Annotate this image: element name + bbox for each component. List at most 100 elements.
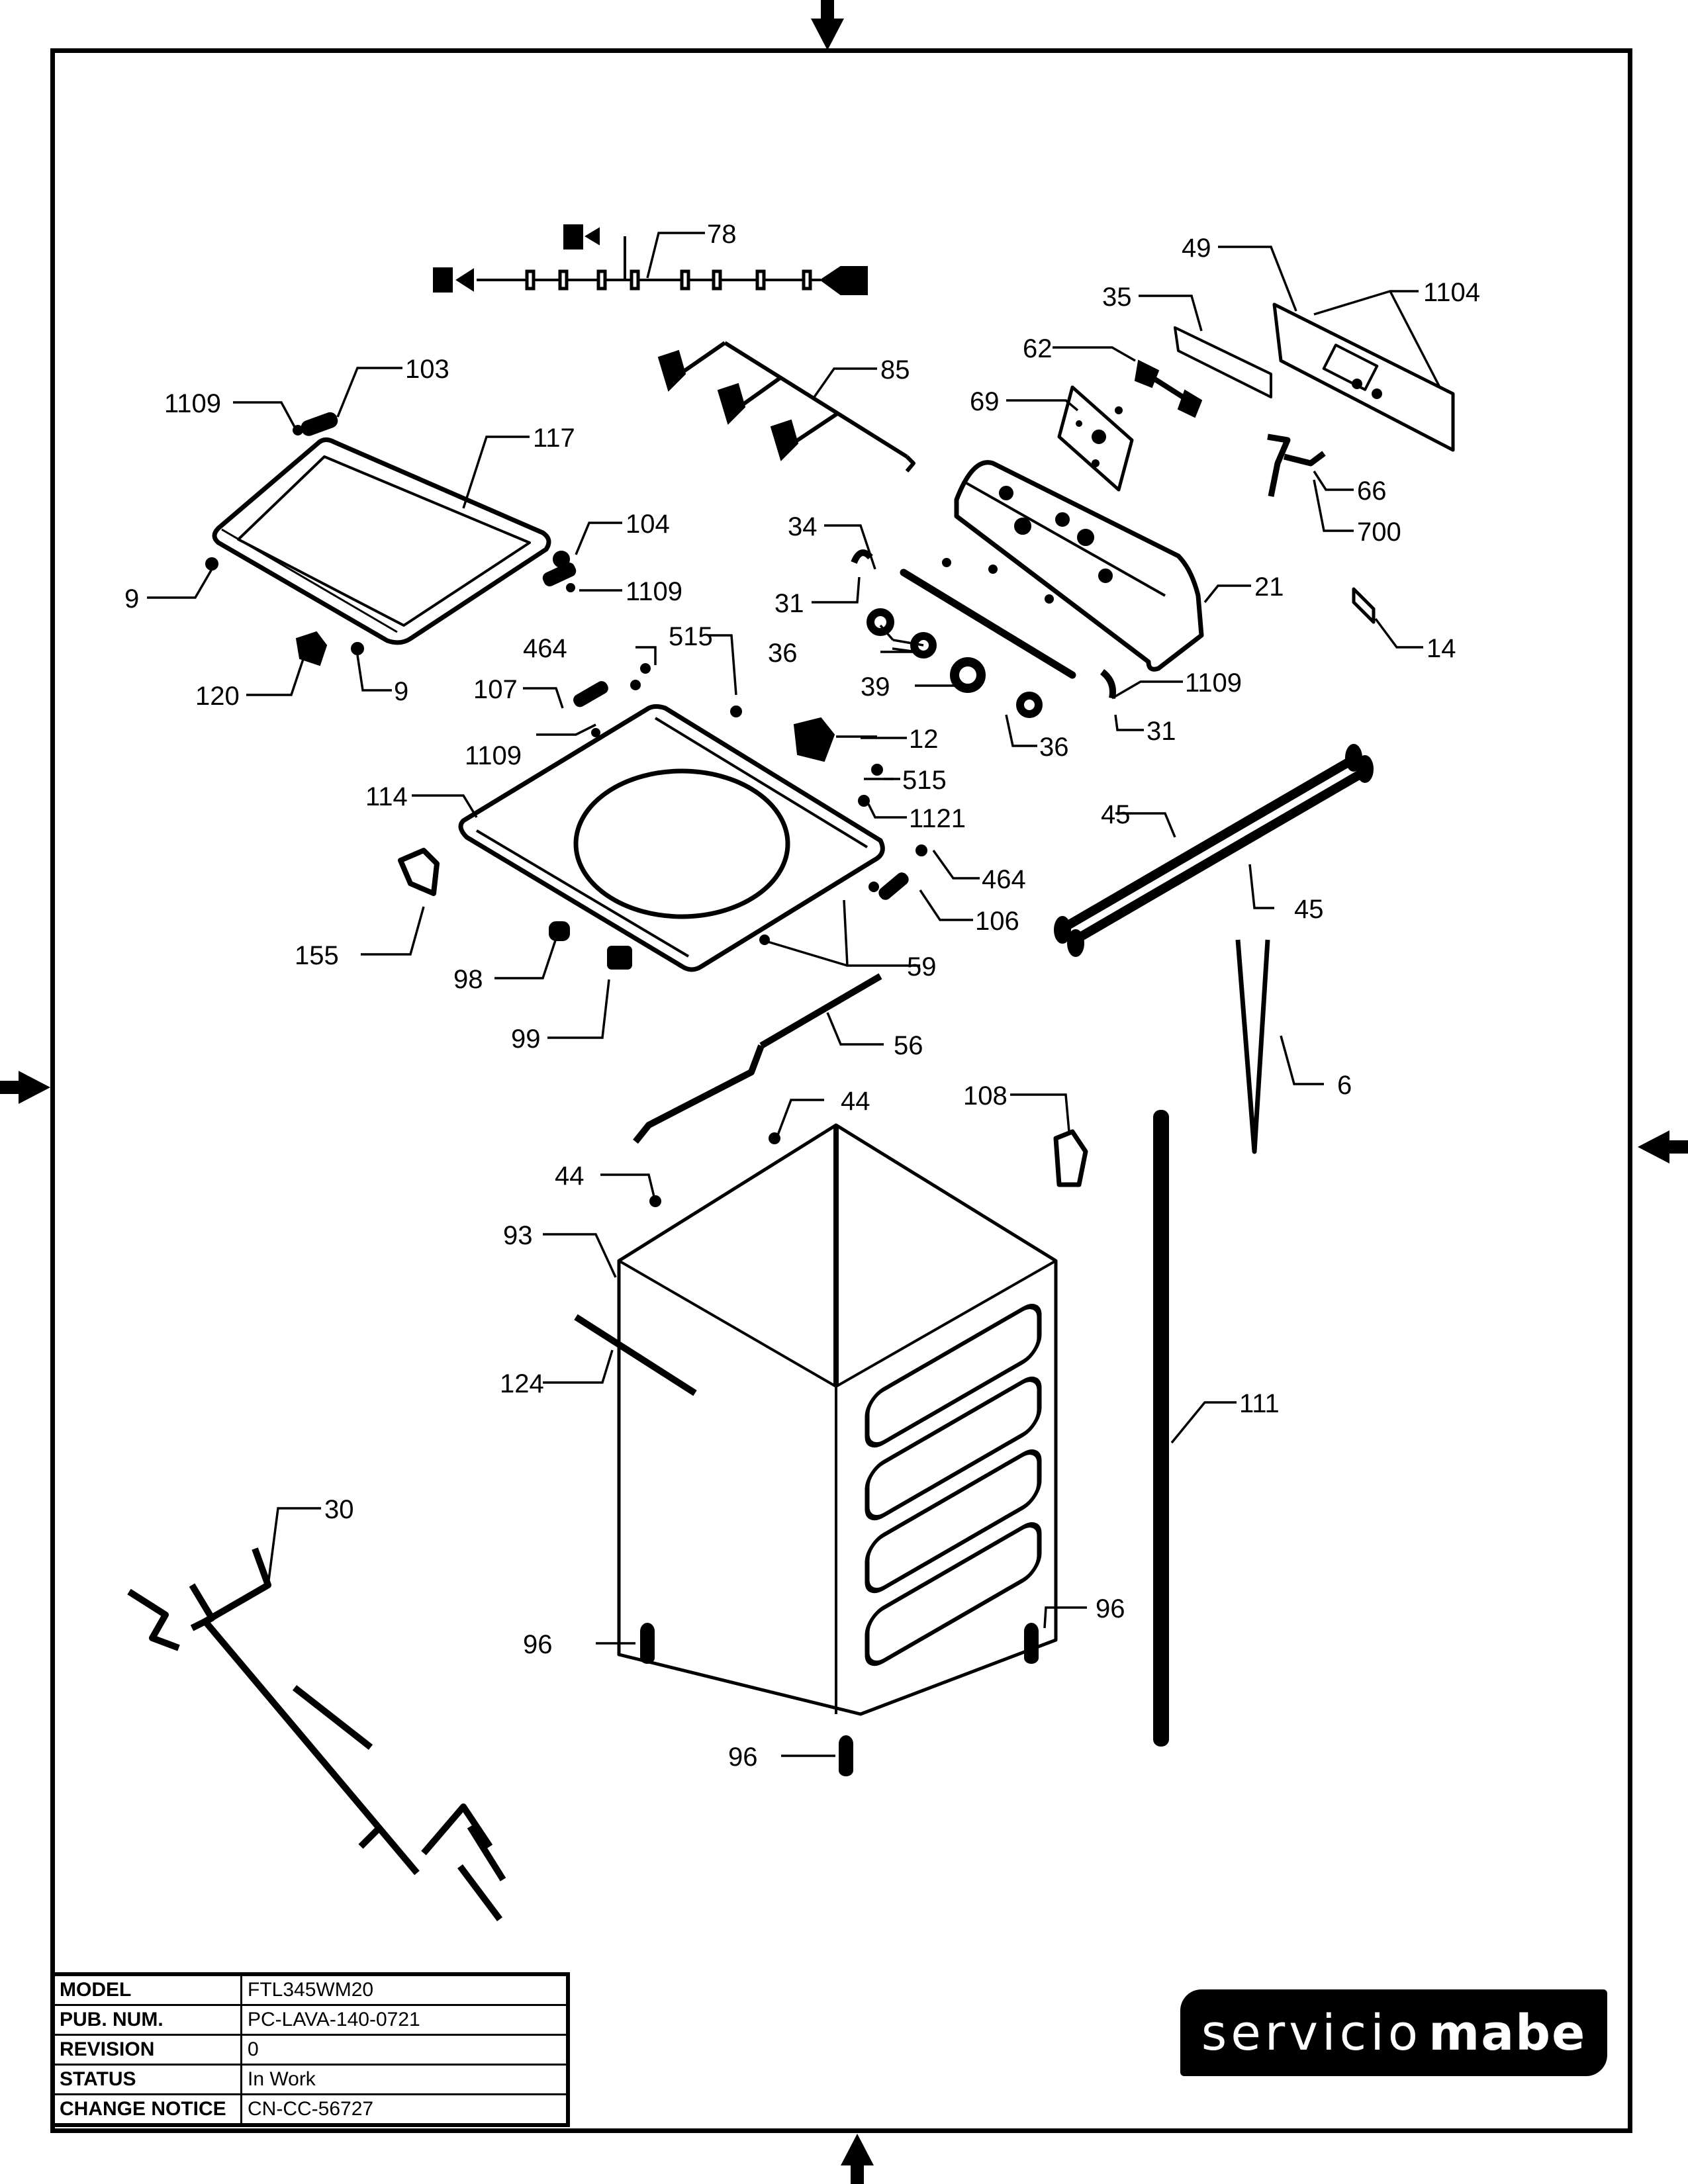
part-31-end-cap-b (1100, 669, 1116, 699)
title-value: CN-CC-56727 (240, 2093, 569, 2126)
callout-69: 69 (970, 387, 1000, 416)
callout-108: 108 (963, 1081, 1008, 1111)
callout-107: 107 (473, 675, 518, 704)
part-114-top-cover (458, 704, 885, 972)
part-9-bumper-a (205, 557, 218, 570)
part-96-foot-b (1024, 1623, 1039, 1664)
callout-21: 21 (1254, 572, 1284, 602)
part-30-main-harness (127, 1547, 506, 1921)
part-98-knob (549, 921, 570, 941)
title-row-model: MODEL FTL345WM20 (51, 1973, 569, 2006)
leader-lines (147, 232, 1441, 1757)
title-row-pub-num: PUB. NUM. PC-LAVA-140-0721 (51, 2004, 569, 2036)
title-label: PUB. NUM. (51, 2004, 242, 2036)
part-106-actuator (878, 872, 909, 900)
callout-117: 117 (533, 424, 575, 453)
callout-103: 103 (405, 355, 449, 384)
part-31-end-cap-a (851, 549, 873, 565)
part-117-lid (212, 437, 551, 645)
part-35-display-window (1174, 326, 1272, 398)
callout-45-a: 45 (1101, 800, 1131, 829)
callout-62: 62 (1023, 334, 1053, 363)
callout-99: 99 (511, 1024, 541, 1054)
callout-56: 56 (894, 1031, 923, 1060)
part-44-fastener-b (649, 1195, 661, 1207)
callout-124: 124 (500, 1369, 544, 1398)
part-fasteners (591, 663, 927, 945)
part-155-bracket (398, 848, 440, 896)
title-block: MODEL FTL345WM20 PUB. NUM. PC-LAVA-140-0… (50, 1972, 570, 2127)
logo-text-mabe: mabe (1429, 2004, 1587, 2062)
title-value: 0 (240, 2034, 569, 2066)
callout-1109-a: 1109 (164, 389, 221, 418)
logo-text-servicio: servicio (1201, 2004, 1423, 2062)
callout-1109-d: 1109 (465, 741, 522, 770)
callout-31-b: 31 (1147, 717, 1176, 746)
callout-9-b: 9 (394, 677, 408, 706)
part-21-backsplash (942, 460, 1204, 672)
callout-1109-b: 1109 (626, 577, 682, 606)
callout-36-a: 36 (768, 639, 798, 668)
title-value: PC-LAVA-140-0721 (240, 2004, 569, 2036)
callout-515-a: 515 (669, 622, 713, 651)
title-label: REVISION (51, 2034, 242, 2066)
callout-106: 106 (975, 907, 1019, 936)
callout-155: 155 (295, 941, 339, 970)
callout-49: 49 (1182, 234, 1211, 263)
drawing-frame (50, 48, 1632, 2133)
callout-464-a: 464 (523, 634, 567, 663)
part-44-fastener-a (769, 1132, 780, 1144)
part-108-pump (1053, 1129, 1088, 1187)
title-value: In Work (240, 2064, 569, 2095)
part-99-knob (607, 946, 632, 970)
part-62-switch (1134, 359, 1203, 418)
callout-96-c: 96 (728, 1743, 758, 1772)
callout-45-b: 45 (1294, 895, 1324, 924)
registration-arrow-left (0, 1071, 50, 1104)
registration-arrow-top (811, 0, 844, 50)
callout-66: 66 (1357, 477, 1387, 506)
callout-6: 6 (1337, 1071, 1352, 1100)
part-66-hose (1267, 433, 1326, 497)
part-39-knob (950, 657, 986, 693)
title-label: MODEL (51, 1973, 242, 2006)
title-value: FTL345WM20 (240, 1973, 569, 2006)
registration-arrow-bottom (841, 2134, 874, 2184)
part-34-trim (900, 569, 1076, 679)
callout-35: 35 (1102, 283, 1132, 312)
title-row-revision: REVISION 0 (51, 2034, 569, 2066)
part-120-lid-handle (295, 631, 328, 666)
callout-9-a: 9 (124, 584, 139, 614)
callout-78: 78 (707, 220, 737, 249)
callout-12: 12 (909, 725, 939, 754)
callout-14: 14 (1427, 634, 1456, 663)
callout-31-a: 31 (774, 589, 804, 618)
callout-111: 111 (1239, 1389, 1280, 1418)
callout-96-a: 96 (523, 1630, 553, 1659)
callout-85: 85 (880, 355, 910, 385)
registration-arrow-right (1638, 1130, 1688, 1163)
callout-1121: 1121 (909, 804, 966, 833)
part-104-hinge (542, 551, 577, 592)
part-85-harness (657, 341, 915, 473)
callout-93: 93 (503, 1221, 533, 1250)
part-14-clip (1352, 587, 1376, 624)
title-label: CHANGE NOTICE (51, 2093, 242, 2126)
servicio-mabe-logo: servicio mabe (1180, 1989, 1607, 2076)
callout-700: 700 (1357, 518, 1401, 547)
callout-104: 104 (626, 510, 670, 539)
part-107-actuator (573, 681, 608, 707)
callout-1109-c: 1109 (1185, 668, 1242, 698)
part-111-rod (1153, 1110, 1169, 1747)
callout-30: 30 (324, 1495, 354, 1524)
part-9-bumper-b (351, 642, 364, 655)
callout-34: 34 (788, 512, 818, 541)
title-label: STATUS (51, 2064, 242, 2095)
callout-44-b: 44 (555, 1161, 585, 1191)
part-78-harness (433, 224, 868, 295)
part-96-foot-a (640, 1623, 655, 1664)
callout-59: 59 (907, 952, 937, 981)
title-row-status: STATUS In Work (51, 2064, 569, 2095)
callout-1104: 1104 (1423, 278, 1480, 307)
